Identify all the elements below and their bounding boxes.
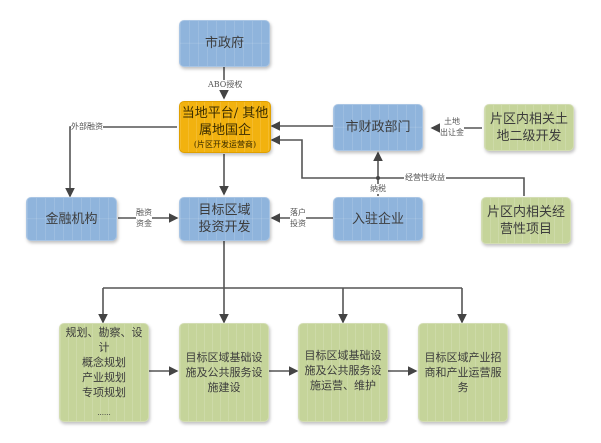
edge-label-line1: 融资: [136, 208, 152, 217]
node-ellipsis: ......: [97, 408, 111, 417]
edge-label-line2: 投资: [290, 219, 306, 228]
node-label-line3: 施建设: [207, 381, 241, 394]
edge-label-financing-funds: 融资 资金: [136, 207, 152, 229]
node-label-line2: 计: [98, 340, 110, 354]
node-label-line1: 目标区域产业招: [424, 351, 502, 364]
node-sublabel: (片区开发运营商): [193, 139, 257, 149]
edge-label-line2: 出让金: [440, 128, 464, 137]
node-label-line2: 营性项目: [499, 221, 552, 237]
node-settled-enterprises[interactable]: 入驻企业: [333, 197, 423, 241]
node-label-line2: 属地国企: [198, 122, 251, 138]
node-label-line2: 商和产业运营服: [424, 366, 502, 379]
node-label-line1: 当地平台/ 其他: [181, 105, 269, 121]
node-item: 概念规划: [82, 355, 126, 369]
edge-label-land-transfer-fee: 土地 出让金: [440, 116, 464, 138]
node-label-line1: 规划、勘察、设: [65, 325, 143, 339]
node-label-line2: 施及公共服务设: [304, 364, 382, 377]
node-label-line1: 目标区域基础设: [185, 351, 263, 364]
edge-label-line2: 资金: [136, 219, 152, 228]
edge-label-authorization: ABO授权: [208, 80, 243, 90]
node-label-line2: 施及公共服务设: [185, 366, 263, 379]
node-item: 产业规划: [82, 370, 126, 384]
edge-operating-revenue: [270, 135, 525, 196]
node-label: 市财政部门: [345, 120, 411, 135]
node-target-area-investment[interactable]: 目标区域 投资开发: [179, 197, 270, 241]
node-label-line1: 目标区域基础设: [304, 349, 382, 362]
node-label-line1: 片区内相关土: [489, 111, 568, 127]
node-label-line3: 施运营、维护: [310, 379, 376, 392]
node-industry-investment-operations[interactable]: 目标区域产业招 商和产业运营服 务: [418, 323, 508, 422]
edge-label-operating-revenue: 经营性收益: [404, 173, 446, 183]
node-municipal-government[interactable]: 市政府: [179, 20, 270, 67]
node-local-platform[interactable]: 当地平台/ 其他 属地国企 (片区开发运营商): [179, 101, 271, 153]
node-label-line2: 投资开发: [198, 220, 251, 235]
node-label-line3: 务: [457, 381, 469, 394]
edge-label-line1: 土地: [444, 117, 460, 126]
node-land-secondary-development[interactable]: 片区内相关土 地二级开发: [484, 104, 574, 151]
node-label-line1: 目标区域: [198, 203, 251, 218]
node-finance-department[interactable]: 市财政部门: [333, 104, 423, 151]
node-planning-design[interactable]: 规划、勘察、设 计 概念规划 产业规划 专项规划 ......: [59, 323, 149, 422]
edge-label-line1: 落户: [290, 208, 306, 217]
edge-label-settle-invest: 落户 投资: [290, 207, 306, 229]
node-label: 市政府: [204, 36, 244, 51]
node-infrastructure-operation[interactable]: 目标区域基础设 施及公共服务设 施运营、维护: [298, 323, 388, 422]
node-operating-projects[interactable]: 片区内相关经 营性项目: [481, 197, 571, 244]
node-financial-institution[interactable]: 金融机构: [26, 197, 117, 241]
edge-label-tax: 纳税: [370, 184, 386, 194]
node-label: 金融机构: [45, 211, 98, 227]
node-label-line2: 地二级开发: [496, 128, 562, 144]
edge-external-financing: [65, 126, 177, 198]
node-item: 专项规划: [82, 385, 126, 399]
node-label: 入驻企业: [351, 211, 404, 227]
node-infrastructure-construction[interactable]: 目标区域基础设 施及公共服务设 施建设: [179, 323, 269, 422]
node-label-line1: 片区内相关经: [486, 204, 565, 220]
edge-label-external-financing: 外部融资: [71, 122, 103, 132]
